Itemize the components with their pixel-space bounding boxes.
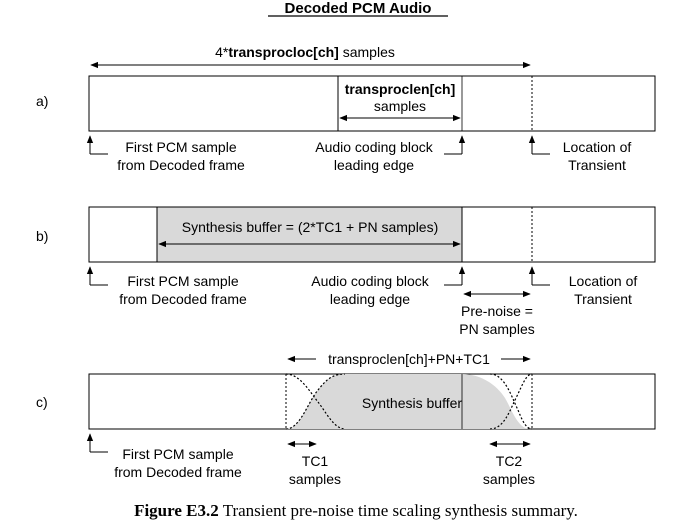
panel-a-span-label: 4*transprocloc[ch] samples	[215, 44, 395, 60]
panel-c-first-pcm-line1: First PCM sample	[122, 446, 233, 462]
panel-b-first-pcm-line1: First PCM sample	[127, 273, 238, 289]
panel-b-synthesis-buffer	[156, 206, 463, 263]
panel-c-tc1-line1: TC1	[302, 453, 329, 469]
panel-b-first-pcm-line2: from Decoded frame	[119, 291, 247, 307]
panel-a-first-pcm-line2: from Decoded frame	[117, 157, 245, 173]
panel-b-transient-line1: Location of	[569, 273, 638, 289]
panel-c-span-label: transproclen[ch]+PN+TC1	[328, 351, 490, 367]
panel-b-transient-line2: Transient	[574, 291, 632, 307]
panel-b-prenoise-line2: PN samples	[459, 321, 534, 337]
panel-a-len-line1: transproclen[ch]	[345, 81, 455, 97]
panel-c-first-pcm-line2: from Decoded frame	[114, 464, 242, 480]
diagram-title: Decoded PCM Audio	[285, 0, 432, 17]
panel-a-edge-line2: leading edge	[334, 157, 414, 173]
panel-c-tc2-fade-a	[489, 373, 533, 430]
panel-a-frame	[88, 75, 656, 132]
panel-a-transient-line2: Transient	[568, 157, 626, 173]
panel-a-first-pcm-line1: First PCM sample	[125, 139, 236, 155]
panel-c-fade-in-curve	[285, 373, 346, 430]
panel-c-synthesis-buffer	[286, 374, 530, 429]
panel-a-label: a)	[36, 93, 48, 109]
panel-b-prenoise-line1: Pre-noise =	[461, 303, 533, 319]
panel-c-tc1-line2: samples	[289, 471, 341, 487]
figure-caption: Figure E3.2 Transient pre-noise time sca…	[134, 501, 578, 520]
panel-c-fade-out-curve	[285, 373, 346, 430]
panel-c-tc2-line1: TC2	[496, 453, 523, 469]
panel-b-edge-line1: Audio coding block	[311, 273, 430, 289]
panel-c-tc2-line2: samples	[483, 471, 535, 487]
panel-a-len-line2: samples	[374, 98, 426, 114]
panel-c-buffer-text: Synthesis buffer	[362, 395, 462, 411]
panel-b-edge-line2: leading edge	[330, 291, 410, 307]
panel-b-label: b)	[36, 228, 48, 244]
panel-a-transient-line1: Location of	[563, 139, 632, 155]
panel-b-buffer-text: Synthesis buffer = (2*TC1 + PN samples)	[182, 219, 439, 235]
panel-a-edge-line1: Audio coding block	[315, 139, 434, 155]
panel-c-label: c)	[36, 394, 48, 410]
